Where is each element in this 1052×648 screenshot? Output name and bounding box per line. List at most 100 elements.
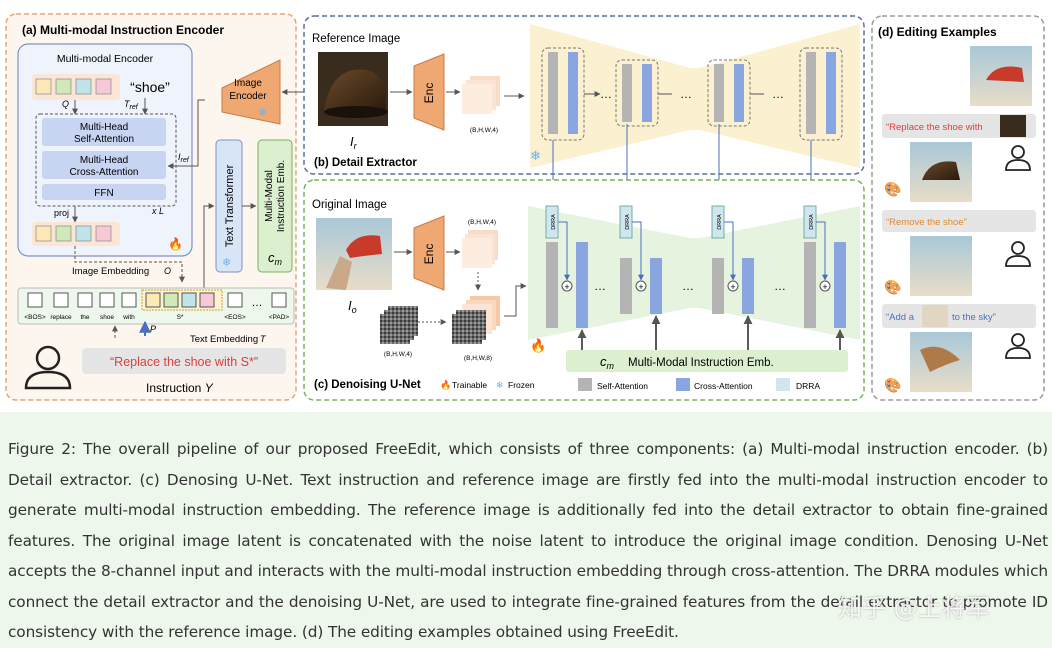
- legend-snowflake-icon: ❄: [496, 380, 504, 390]
- i-ref-label: I: [178, 152, 181, 162]
- example3-suffix: to the sky”: [952, 312, 996, 323]
- svg-text:Instruction Y: Instruction Y: [146, 381, 214, 395]
- instruction-label: Instruction: [146, 381, 201, 395]
- p-label: P: [150, 324, 156, 334]
- reference-image: [318, 52, 388, 126]
- shape-noise: (B,H,W,4): [384, 351, 412, 358]
- drra-label-4: DRRA: [809, 214, 815, 230]
- legend-frozen: Frozen: [508, 380, 535, 390]
- plus-2: +: [638, 282, 643, 292]
- cm-sub-c: m: [607, 361, 615, 371]
- example2-text: “Remove the shoe”: [886, 217, 967, 228]
- t-ref-sub: ref: [130, 104, 139, 111]
- instruction-quote: “Replace the shoe with S*”: [110, 355, 258, 369]
- example2-output-image: [910, 236, 972, 296]
- drra-label-1: DRRA: [551, 214, 557, 230]
- instruction-emb-c: Multi-Modal Instruction Emb.: [628, 357, 774, 369]
- palette-icon-2: 🎨: [884, 278, 901, 296]
- dots-c3: …: [774, 279, 786, 293]
- example3-prefix: “Add a: [886, 312, 915, 323]
- drra-label-3: DRRA: [717, 214, 723, 230]
- svg-text:Io: Io: [348, 298, 357, 315]
- svg-text:Iref: Iref: [178, 152, 190, 164]
- panel-b: Reference Image Ir Enc (B,H,W,4) (b) Det…: [303, 15, 865, 205]
- cm-label-c: c: [600, 354, 607, 369]
- transformer-block: [35, 113, 177, 207]
- legend-cross-swatch: [676, 378, 690, 391]
- dots-c2: …: [682, 279, 694, 293]
- dots-b3: …: [772, 87, 784, 101]
- palette-icon-3: 🎨: [884, 376, 901, 394]
- palette-icon-1: 🎨: [884, 180, 901, 198]
- figure-caption: Figure 2: The overall pipeline of our pr…: [8, 440, 1048, 641]
- drra-label-2: DRRA: [625, 214, 631, 230]
- q-label: Q: [62, 99, 69, 109]
- panel-a-title: (a) Multi-modal Instruction Encoder: [22, 23, 224, 37]
- instruction-emb-bar: [566, 350, 848, 372]
- self-attn-line1: Multi-Head: [80, 122, 128, 133]
- noise-latent: [380, 306, 418, 344]
- token-eos: <EOS>: [224, 314, 246, 321]
- example1-output-image: [910, 142, 972, 202]
- extractor-layers: [541, 47, 843, 141]
- svg-text:Ir: Ir: [350, 134, 358, 151]
- example1-input-image: [970, 46, 1032, 106]
- t-label: T: [260, 334, 267, 344]
- image-encoder-line1: Image: [234, 78, 262, 89]
- shoe-token: “shoe”: [130, 79, 170, 95]
- original-image: [316, 218, 392, 290]
- user-icon-a: [24, 345, 72, 390]
- plus-4: +: [822, 282, 827, 292]
- snowflake-icon-b: ❄: [530, 148, 541, 163]
- title-b: (b) Detail Extractor: [314, 157, 417, 169]
- i-r-label: I: [350, 134, 354, 149]
- image-encoder: [221, 59, 281, 125]
- self-attn-line2: Self-Attention: [74, 134, 134, 145]
- shape-b: (B,H,W,4): [470, 127, 498, 134]
- fire-icon-a: 🔥: [168, 237, 183, 251]
- enc-b: [413, 53, 445, 131]
- image-embedding-label: Image Embedding: [72, 266, 149, 277]
- plus-1: +: [564, 282, 569, 292]
- svg-text:Tref: Tref: [124, 99, 139, 111]
- enc-c: [413, 215, 445, 291]
- encoder-label: Multi-modal Encoder: [57, 53, 154, 65]
- fire-icon-c: 🔥: [530, 338, 546, 353]
- token-pad: <PAD>: [269, 314, 290, 321]
- unet-layers: [545, 205, 846, 328]
- text-transformer-label: Text Transformer: [224, 164, 236, 247]
- svg-text:cm: cm: [600, 354, 615, 371]
- legend-self: Self-Attention: [597, 381, 648, 391]
- example3-output-image: [910, 332, 972, 392]
- output-tokens: [32, 222, 120, 246]
- plus-3: +: [730, 282, 735, 292]
- token-the: the: [80, 314, 89, 321]
- token-s-star: S*: [177, 314, 184, 321]
- enc-c-label: Enc: [422, 244, 436, 265]
- token-replace: replace: [50, 314, 72, 321]
- user-icon-d1: [1005, 145, 1031, 171]
- legend-cross: Cross-Attention: [694, 381, 753, 391]
- cm-sub-a: m: [275, 257, 283, 267]
- latent-stack-c: [462, 230, 498, 268]
- plus-nodes: [561, 280, 831, 292]
- pipeline-figure: (a) Multi-modal Instruction Encoder Mult…: [0, 0, 1052, 412]
- user-icon-d2: [1005, 241, 1031, 267]
- instruction-y: Y: [205, 381, 214, 395]
- legend-trainable: Trainable: [452, 380, 487, 390]
- panel-d: (d) Editing Examples “Replace the shoe w…: [871, 15, 1045, 401]
- legend-self-swatch: [578, 378, 592, 391]
- token-ellipsis: …: [252, 297, 263, 309]
- dots-c1: …: [594, 279, 606, 293]
- example1-text: “Replace the shoe with: [886, 122, 983, 133]
- token-bos: <BOS>: [24, 314, 46, 321]
- instruction-box: [82, 348, 286, 374]
- user-icon-d3: [1005, 333, 1031, 359]
- cm-label-a: c: [268, 250, 275, 265]
- panel-d-title: (d) Editing Examples: [878, 25, 997, 39]
- example3-bird-thumb: [922, 305, 948, 327]
- snowflake-icon-tt: ❄: [222, 257, 231, 269]
- image-encoder-line2: Encoder: [229, 91, 267, 102]
- svg-text:cm: cm: [268, 250, 283, 267]
- instruction-emb-line2: Instruction Emb.: [276, 160, 287, 232]
